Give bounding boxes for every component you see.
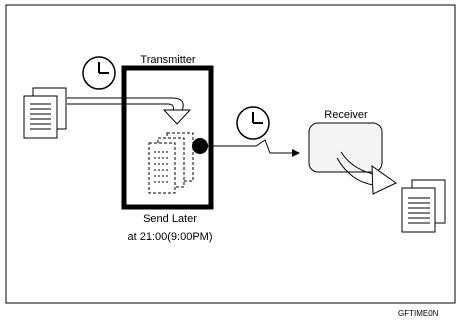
- transmission-dot: [192, 138, 208, 154]
- send-later-time-label: at 21:00(9:00PM): [128, 231, 213, 243]
- transmitter-label: Transmitter: [140, 54, 196, 66]
- clock-icon: [83, 57, 115, 89]
- figure-code-label: GFTIME0N: [398, 309, 439, 318]
- receiver-label: Receiver: [324, 109, 368, 121]
- outer-frame: [6, 5, 455, 303]
- receiver-box: [309, 123, 382, 172]
- clock-icon: [237, 107, 269, 139]
- send-later-label: Send Later: [143, 213, 197, 225]
